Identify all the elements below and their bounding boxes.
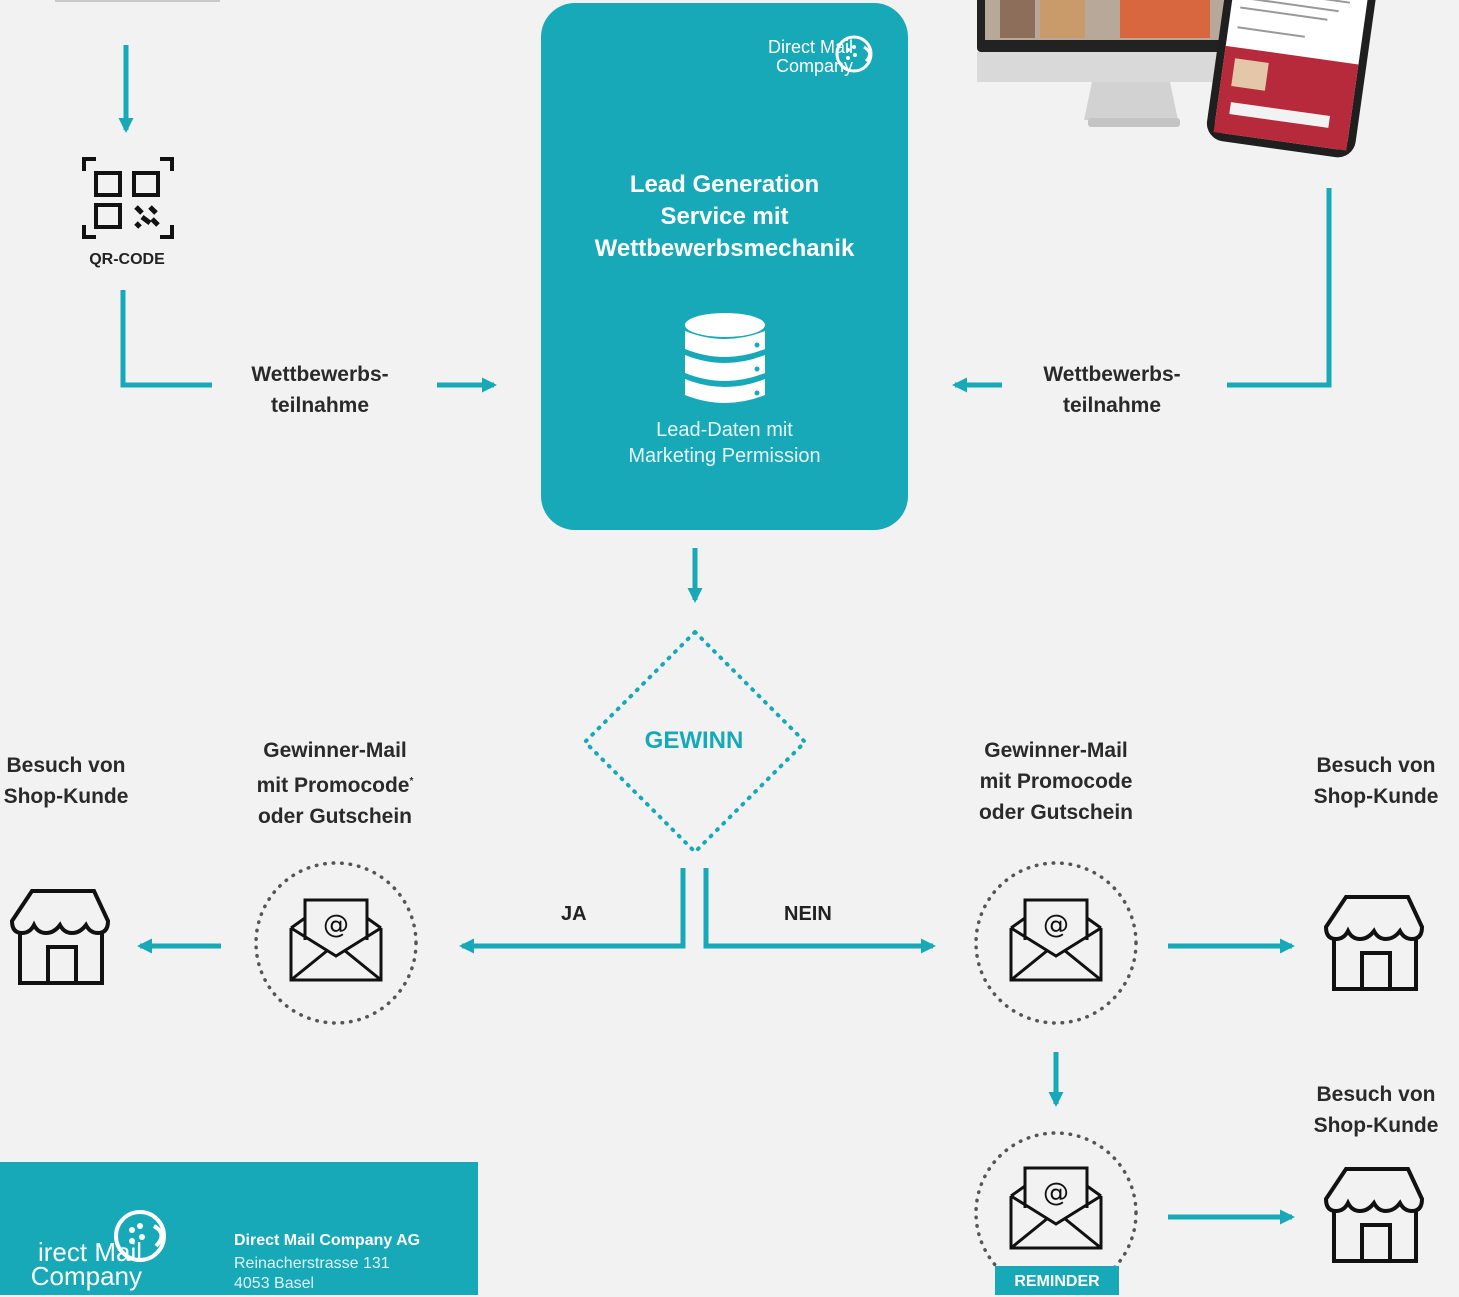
mail-right-ring	[974, 861, 1138, 1025]
branch-no-label: NEIN	[784, 903, 832, 925]
cheetah-logo-icon	[835, 35, 873, 73]
card-logo: Direct Mail Company	[768, 38, 853, 76]
svg-text:@: @	[1043, 1178, 1069, 1208]
participation-right-label: Wettbewerbs- teilnahme	[1012, 359, 1212, 421]
database-caption: Lead-Daten mit Marketing Permission	[541, 417, 908, 469]
card-title-line1: Lead Generation	[629, 171, 820, 198]
winner-mail-right-line3: oder Gutschein	[978, 801, 1134, 824]
connector-yes	[459, 868, 686, 954]
card-title: Lead Generation Service mit Wettbewerbsm…	[541, 169, 908, 265]
database-icon	[685, 313, 765, 403]
envelope-at-icon: @	[1009, 898, 1103, 982]
winner-mail-left-label: Gewinner-Mail mit Promocode* oder Gutsch…	[225, 735, 445, 832]
card-logo-line1: Direct Mail	[767, 37, 853, 57]
card-logo-line2: Company	[775, 56, 853, 76]
shop-left-label: Besuch von Shop-Kunde	[0, 750, 156, 812]
envelope-at-icon: @	[289, 898, 383, 982]
winner-mail-right-line1: Gewinner-Mail	[984, 739, 1128, 762]
participation-left-line2: teilnahme	[270, 394, 370, 417]
footer-logo: irect Mail Company	[0, 1239, 142, 1291]
card-title-line2: Service mit	[660, 203, 789, 230]
shop-reminder-line1: Besuch von	[1316, 1083, 1436, 1106]
shop-right-line2: Shop-Kunde	[1313, 785, 1439, 808]
shop-left-line1: Besuch von	[6, 754, 126, 777]
reminder-ring	[974, 1131, 1138, 1295]
svg-text:@: @	[1043, 910, 1069, 940]
participation-right-line1: Wettbewerbs-	[1043, 363, 1181, 386]
envelope-at-icon: @	[1009, 1166, 1103, 1250]
shop-left-line2: Shop-Kunde	[3, 785, 129, 808]
shop-reminder-line2: Shop-Kunde	[1313, 1114, 1439, 1137]
database-caption-line2: Marketing Permission	[628, 445, 821, 467]
winner-mail-left-line1: Gewinner-Mail	[263, 739, 407, 762]
winner-mail-right-line2: mit Promocode	[979, 770, 1133, 793]
footnote-mark: *	[409, 776, 414, 787]
mail-left-ring	[254, 861, 418, 1025]
participation-right-line2: teilnahme	[1062, 394, 1162, 417]
computer-and-phone-visual	[977, 0, 1378, 158]
store-icon	[1323, 1167, 1425, 1263]
winner-mail-left-line2: mit Promocode	[256, 774, 410, 797]
footer-street: Reinacherstrasse 131	[234, 1255, 390, 1272]
shop-right-line1: Besuch von	[1316, 754, 1436, 777]
winner-mail-right-label: Gewinner-Mail mit Promocode oder Gutsche…	[946, 735, 1166, 828]
decision-label: GEWINN	[644, 727, 744, 754]
connector-devices-elbow	[1227, 188, 1332, 388]
mailing-visual	[55, 0, 220, 2]
footer-city: 4053 Basel	[234, 1275, 315, 1292]
shop-reminder-label: Besuch von Shop-Kunde	[1286, 1079, 1459, 1141]
card-title-line3: Wettbewerbsmechanik	[594, 235, 855, 262]
participation-left-label: Wettbewerbs- teilnahme	[220, 359, 420, 421]
shop-right-label: Besuch von Shop-Kunde	[1286, 750, 1459, 812]
cheetah-logo-icon	[114, 1210, 166, 1262]
svg-text:@: @	[323, 910, 349, 940]
store-icon	[9, 889, 111, 985]
winner-mail-left-line3: oder Gutschein	[257, 805, 413, 828]
database-caption-line1: Lead-Daten mit	[656, 419, 793, 441]
store-icon	[1323, 895, 1425, 991]
winner-mail-left-line2-wrap: mit Promocode*	[225, 766, 445, 801]
footer: irect Mail Company Direct Mail Company A…	[0, 1162, 478, 1295]
connector-no	[703, 868, 936, 954]
qr-code-icon	[82, 157, 174, 239]
branch-yes-label: JA	[561, 903, 587, 925]
qr-code-caption: QR-CODE	[89, 251, 165, 268]
lead-generation-card: Direct Mail Company Lead Generation Serv…	[541, 3, 908, 530]
footer-company-name: Direct Mail Company AG	[234, 1232, 421, 1249]
footer-logo-line2: Company	[30, 1261, 142, 1291]
participation-left-line1: Wettbewerbs-	[251, 363, 389, 386]
connector-qr-elbow	[120, 290, 212, 388]
reminder-badge: REMINDER	[995, 1266, 1119, 1295]
